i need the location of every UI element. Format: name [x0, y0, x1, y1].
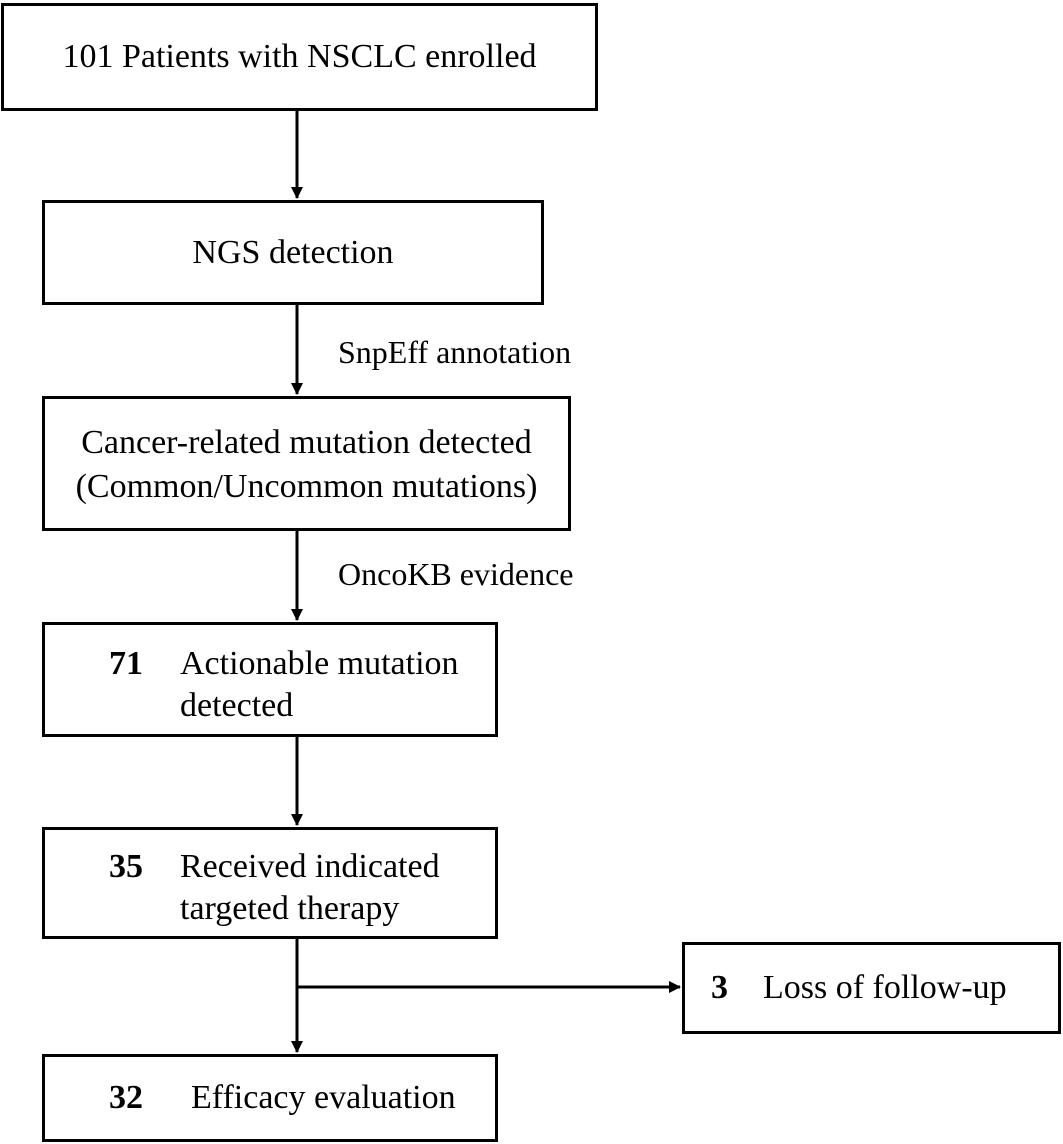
node-enrolled-label: 101 Patients with NSCLC enrolled: [62, 38, 537, 75]
node-loss-count: 3: [711, 969, 728, 1006]
node-received-therapy: 35 Received indicated targeted therapy: [42, 827, 498, 939]
edge-label-snpeff: SnpEff annotation: [338, 334, 572, 370]
node-actionable-count: 71: [109, 645, 143, 682]
edge-label-oncokb: OncoKB evidence: [338, 556, 574, 592]
node-cancer-related: Cancer-related mutation detected (Common…: [42, 396, 571, 531]
node-enrolled: 101 Patients with NSCLC enrolled: [1, 3, 598, 111]
node-ngs-detection-label: NGS detection: [192, 233, 394, 271]
node-loss-label: Loss of follow-up: [763, 969, 1007, 1006]
node-actionable: 71 Actionable mutation detected: [42, 622, 498, 737]
node-cancer-related-line1: Cancer-related mutation detected: [81, 424, 532, 461]
node-efficacy-count: 32: [109, 1079, 143, 1116]
node-ngs-detection: NGS detection: [42, 200, 544, 305]
node-received-line2: targeted therapy: [180, 890, 400, 927]
node-received-count: 35: [109, 848, 143, 885]
node-actionable-line1: Actionable mutation: [180, 645, 459, 682]
node-received-line1: Received indicated: [180, 848, 440, 885]
node-efficacy-evaluation: 32 Efficacy evaluation: [42, 1054, 498, 1142]
node-cancer-related-line2: (Common/Uncommon mutations): [75, 468, 538, 505]
node-loss-of-follow-up: 3 Loss of follow-up: [682, 942, 1061, 1034]
node-actionable-line2: detected: [180, 687, 294, 724]
node-efficacy-label: Efficacy evaluation: [191, 1079, 456, 1116]
